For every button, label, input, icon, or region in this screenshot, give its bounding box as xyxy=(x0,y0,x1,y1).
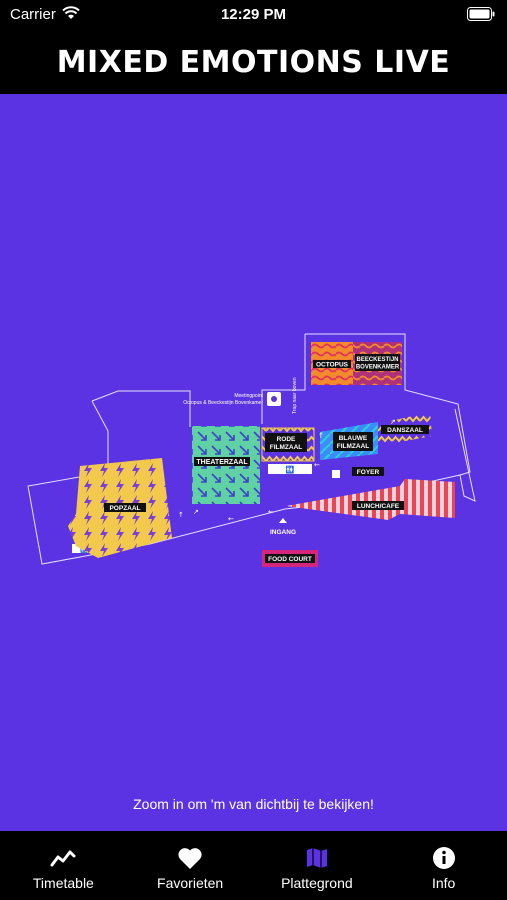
tab-plattegrond[interactable]: Plattegrond xyxy=(254,831,381,900)
lunch-cafe-room xyxy=(286,479,455,520)
status-bar: Carrier 12:29 PM xyxy=(0,0,507,30)
octopus-label: OCTOPUS xyxy=(316,362,349,369)
rode-label-2: FILMZAAL xyxy=(270,444,303,451)
tab-label-favorieten: Favorieten xyxy=(157,875,224,891)
tab-label-info: Info xyxy=(431,875,456,891)
zoom-hint: Zoom in om 'm van dichtbij te bekijken! xyxy=(133,796,374,812)
foyer-label: FOYER xyxy=(357,469,380,476)
svg-text:←: ← xyxy=(314,461,320,469)
svg-text:↗: ↗ xyxy=(193,508,199,516)
blauwe-label-2: FILMZAAL xyxy=(337,443,370,450)
ingang-label: INGANG xyxy=(270,529,296,536)
lunch-label: LUNCH/CAFE xyxy=(357,503,400,510)
wifi-icon xyxy=(62,6,80,24)
floor-plan-map[interactable]: OCTOPUS BEECKESTIJN BOVENKAMER Meetingpo… xyxy=(0,94,507,831)
app-header: MIXED EMOTIONS LIVE xyxy=(0,30,507,94)
tab-timetable[interactable]: Timetable xyxy=(0,831,127,900)
blauwe-label-1: BLAUWE xyxy=(339,435,368,442)
status-time: 12:29 PM xyxy=(220,6,287,23)
trap-label: Trap naar boven xyxy=(292,377,298,414)
beeckestijn-label-1: BEECKESTIJN xyxy=(356,357,398,363)
food-court-label: FOOD COURT xyxy=(268,556,312,563)
theaterzaal-label: THEATERZAAL xyxy=(196,459,248,466)
svg-text:←: ← xyxy=(228,515,234,523)
tab-label-plattegrond: Plattegrond xyxy=(281,875,353,891)
info-icon xyxy=(432,845,456,871)
battery-icon xyxy=(467,7,495,25)
chart-line-icon xyxy=(50,845,76,871)
meetingpoint-label-1: Meetingpoint xyxy=(234,393,263,399)
svg-text:↗: ↗ xyxy=(390,418,396,426)
tab-favorieten[interactable]: Favorieten xyxy=(127,831,254,900)
rode-label-1: RODE xyxy=(277,436,296,443)
svg-text:←: ← xyxy=(268,508,274,516)
map-icon xyxy=(305,845,329,871)
meetingpoint-label-2: Octopus & Beeckestijn Bovenkamer xyxy=(183,400,263,406)
svg-text:🚻: 🚻 xyxy=(286,465,295,474)
tab-bar: Timetable Favorieten Plattegrond Info xyxy=(0,831,507,900)
carrier-label: Carrier xyxy=(10,6,56,23)
tab-info[interactable]: Info xyxy=(380,831,507,900)
tab-label-timetable: Timetable xyxy=(32,875,94,891)
beeckestijn-label-2: BOVENKAMER xyxy=(356,365,400,371)
svg-text:↑: ↑ xyxy=(318,432,324,440)
popzaal-label: POPZAAL xyxy=(109,505,140,512)
heart-icon xyxy=(177,845,203,871)
svg-text:↑: ↑ xyxy=(178,511,184,519)
danszaal-label: DANSZAAL xyxy=(387,427,423,434)
floor-plan-svg: OCTOPUS BEECKESTIJN BOVENKAMER Meetingpo… xyxy=(27,333,476,567)
page-title: MIXED EMOTIONS LIVE xyxy=(56,44,451,80)
